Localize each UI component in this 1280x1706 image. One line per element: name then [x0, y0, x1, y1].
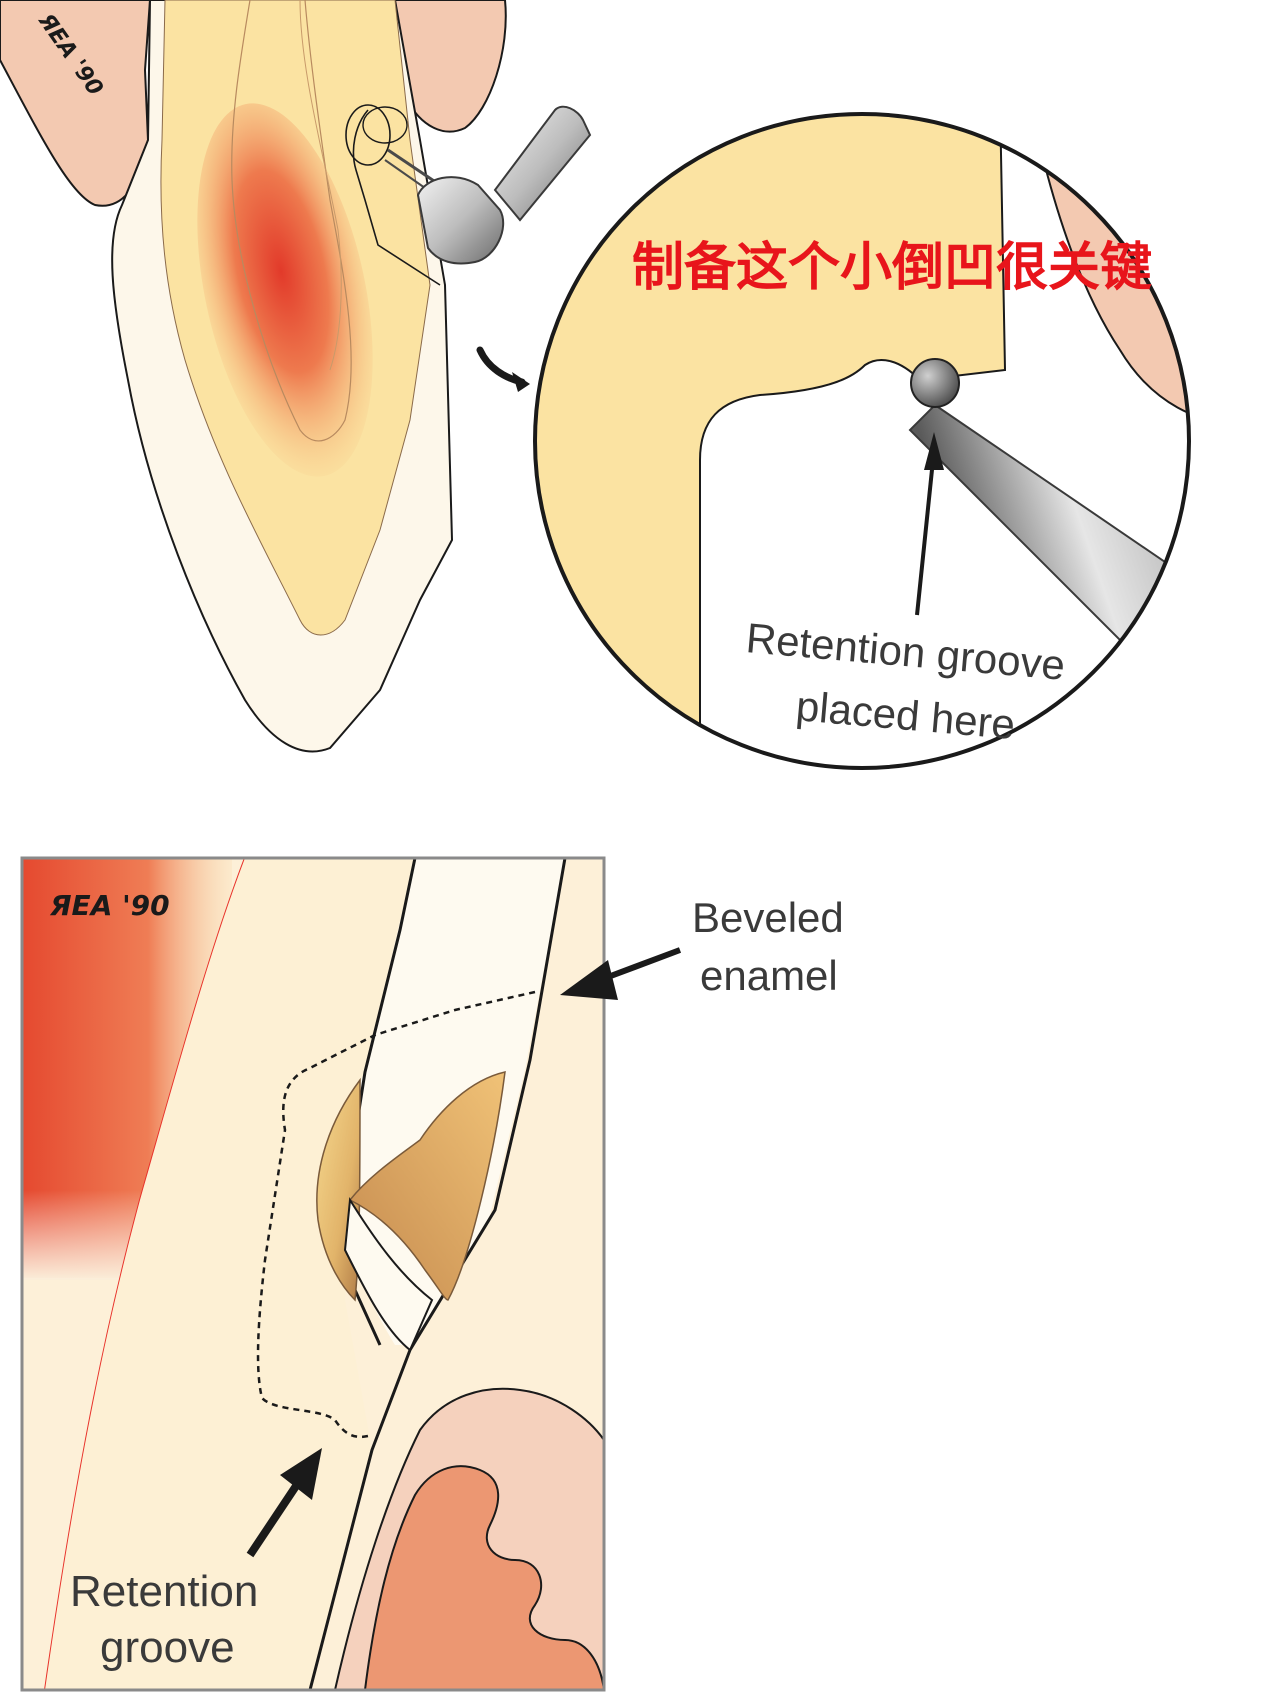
- tooth-section: ЯEA '90: [0, 0, 592, 753]
- closeup-dentin: [45, 858, 415, 1690]
- beveled-arrow: [598, 947, 682, 983]
- original-outline-dashed: [256, 990, 536, 1439]
- pulp-outline: [231, 0, 352, 442]
- handpiece-icon: [384, 105, 592, 265]
- callout-arrow: [915, 459, 935, 616]
- retention-line1: Retention: [70, 1567, 258, 1616]
- retention-arrow: [246, 1477, 304, 1558]
- retention-line2: groove: [100, 1623, 235, 1672]
- magnified-view: 制备这个小倒凹很关键 Retention groove placed here: [533, 112, 1191, 770]
- beveled-line1: Beveled: [692, 894, 844, 941]
- arrow-icon: [476, 346, 530, 392]
- beveled-arrowhead: [560, 960, 618, 1000]
- magnifier-ring: [533, 112, 1191, 770]
- handpiece-contact-ring: [345, 104, 391, 166]
- magnified-dentin: [535, 114, 1007, 768]
- signature-bottom: ЯEA '90: [49, 889, 170, 922]
- retention-arrowhead: [280, 1448, 322, 1500]
- annotation-cn: 制备这个小倒凹很关键: [632, 238, 1152, 298]
- pulp-outline-inner: [299, 0, 342, 371]
- cavity-floor: [343, 1196, 434, 1352]
- closeup-section: ЯEA '90 Beveled enamel Retention groove: [20, 856, 844, 1692]
- beveled-line2: enamel: [700, 952, 838, 999]
- closeup-gingiva-inner: [363, 1465, 604, 1690]
- upper-lip: [0, 0, 152, 207]
- closeup-frame: [20, 856, 606, 1692]
- callout-arrowhead: [924, 432, 944, 470]
- cavity-wall-b: [348, 1071, 506, 1301]
- pulp: [197, 103, 373, 477]
- preparation-outline: [352, 109, 441, 286]
- handpiece-contact-ring-2: [362, 106, 408, 144]
